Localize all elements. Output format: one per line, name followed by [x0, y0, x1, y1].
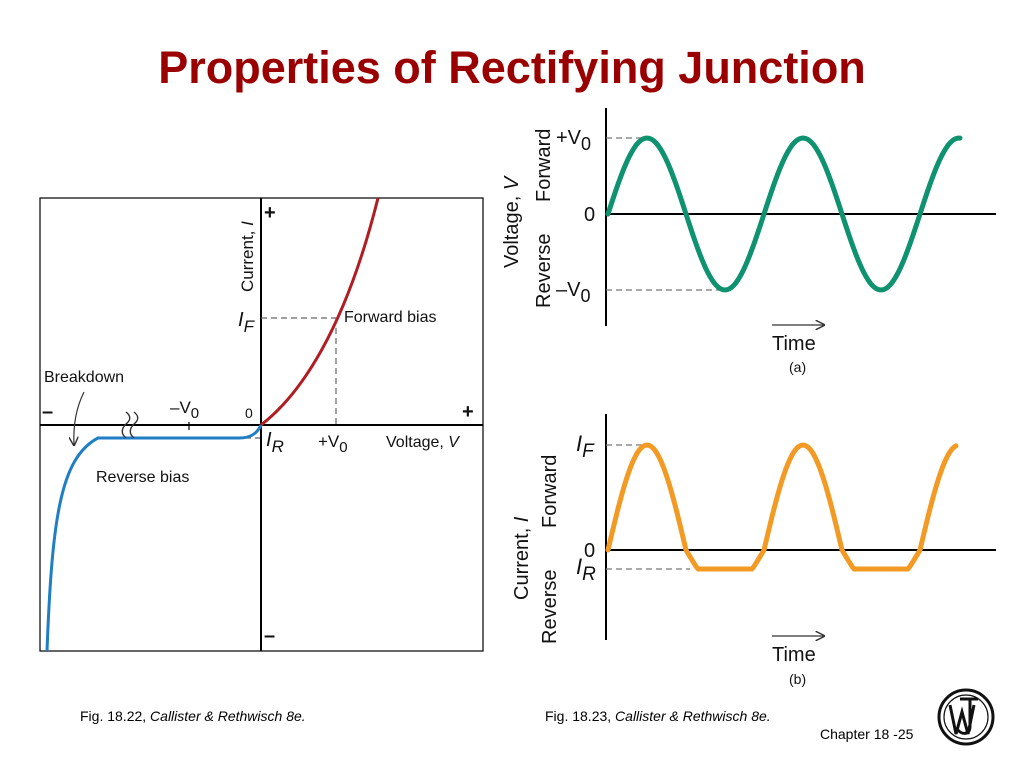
reverse-bias-label: Reverse bias — [96, 469, 189, 486]
va-reverse-label: Reverse — [533, 234, 555, 308]
cb-if-label: IF — [576, 431, 595, 462]
axis-break-mark — [121, 411, 139, 439]
wiley-logo-icon — [937, 688, 995, 746]
rectified-current-wave — [605, 442, 959, 572]
va-time-label: Time — [772, 333, 816, 355]
iv-if-label: IF — [238, 309, 256, 336]
cb-zero-label: 0 — [584, 540, 595, 562]
iv-y-axis-label: Current, I — [238, 221, 257, 292]
cb-reverse-label: Reverse — [539, 570, 561, 644]
forward-bias-label: Forward bias — [344, 309, 436, 326]
cb-tag-label: (b) — [789, 671, 806, 687]
slide-title: Properties of Rectifying Junction — [158, 42, 866, 93]
voltage-time-figure: Voltage, V Forward Reverse +V0 0 –V0 Tim… — [501, 108, 996, 375]
breakdown-label: Breakdown — [44, 369, 124, 386]
va-minus-v0-label: –V0 — [556, 279, 590, 306]
iv-plus-x-label: + — [462, 401, 474, 423]
iv-origin-label: 0 — [245, 405, 253, 421]
va-tag-label: (a) — [789, 359, 806, 375]
fig-18-23-caption: Fig. 18.23, Callister & Rethwisch 8e. — [545, 708, 771, 724]
voltage-sine-wave — [605, 135, 963, 293]
page-number: 25 — [897, 726, 914, 742]
iv-plus-v0-label: +V0 — [318, 432, 348, 456]
va-plus-v0-label: +V0 — [556, 127, 591, 154]
iv-x-axis-label: Voltage, V — [386, 434, 460, 451]
iv-minus-x-label: – — [42, 401, 53, 423]
forward-bias-curve — [260, 197, 380, 427]
va-zero-label: 0 — [584, 204, 595, 226]
iv-characteristic-figure: Current, I + – + – 0 IF IR +V0 –V0 Volta… — [39, 197, 484, 652]
va-forward-label: Forward — [533, 129, 555, 202]
va-y-axis-label: Voltage, V — [501, 175, 523, 268]
cb-forward-label: Forward — [539, 455, 561, 528]
iv-ir-label: IR — [266, 429, 284, 456]
chapter-footer: Chapter 18 -25 — [820, 726, 914, 742]
reverse-bias-curve — [45, 424, 263, 652]
cb-y-axis-label: Current, I — [511, 516, 533, 600]
breakdown-arrow — [74, 391, 85, 445]
cb-time-label: Time — [772, 644, 816, 666]
iv-minus-v0-label: –V0 — [170, 398, 199, 422]
cb-ir-label: IR — [576, 554, 596, 585]
fig-18-22-caption: Fig. 18.22, Callister & Rethwisch 8e. — [80, 708, 306, 724]
iv-plus-y-label: + — [264, 202, 276, 224]
current-time-figure: Current, I Forward Reverse IF 0 IR Time … — [511, 414, 996, 687]
iv-minus-y-label: – — [264, 625, 275, 647]
